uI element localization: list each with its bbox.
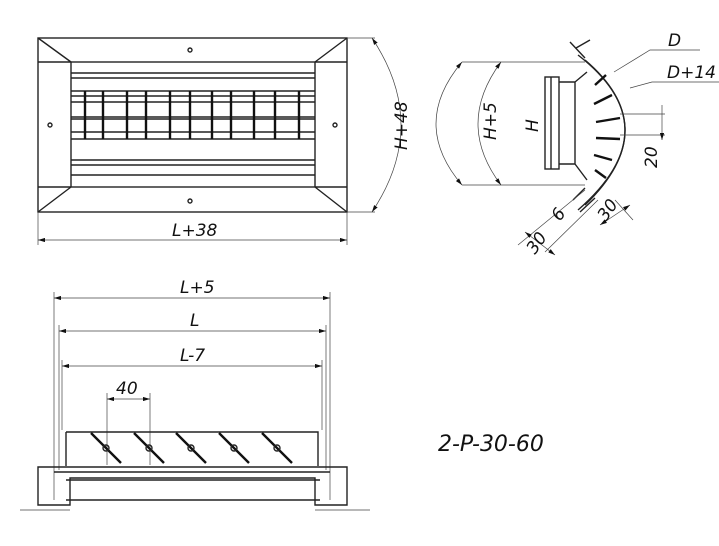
bottom-view: L+5 L L-7 40 — [20, 278, 370, 511]
model-code: 2-P-30-60 — [438, 432, 544, 457]
side-view: H+5 H D D+14 20 6 30 30 — [435, 31, 719, 258]
louver — [133, 432, 165, 464]
dim-h5-label: H+5 — [481, 102, 501, 140]
dim-l-label: L — [190, 311, 199, 331]
louver — [175, 432, 207, 464]
dim-gap-label: 6 — [548, 204, 571, 224]
dim-pitch-label: 20 — [642, 146, 662, 168]
dim-width-label: L+38 — [172, 221, 218, 241]
dim-d-label: D — [668, 31, 681, 51]
dim-flange-a-label: 30 — [523, 229, 552, 258]
dim-l7-label: L-7 — [180, 346, 205, 366]
louver-blades — [593, 74, 621, 179]
dim-l5-label: L+5 — [180, 278, 215, 298]
dim-h-label: H — [523, 119, 543, 132]
dim-height-label: H+48 — [392, 101, 412, 150]
louver — [261, 432, 293, 464]
dim-pitch-40-label: 40 — [116, 379, 138, 399]
louver — [90, 432, 122, 464]
louver — [218, 432, 250, 464]
front-view: L+38 H+48 — [37, 37, 412, 245]
grille-blades — [71, 72, 315, 176]
dim-d14-label: D+14 — [667, 63, 716, 83]
